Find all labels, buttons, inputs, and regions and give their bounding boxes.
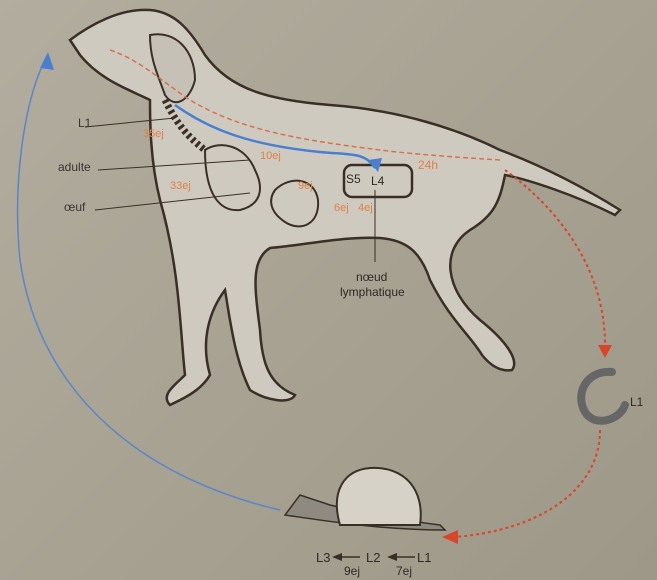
snail-l3: L3 — [316, 550, 331, 565]
label-l1-free: L1 — [630, 395, 644, 409]
time-egg: 33ej — [170, 180, 191, 192]
red-dotted-path — [504, 169, 606, 346]
label-adulte: adulte — [58, 160, 91, 174]
time-6: 6ej — [334, 202, 349, 214]
snail-l2: L2 — [366, 550, 381, 565]
snail-duration-7: 7ej — [396, 564, 413, 578]
snail-l1: L1 — [417, 550, 432, 565]
l1-larva — [577, 367, 629, 425]
blue-return-arc — [16, 59, 281, 511]
arrowhead-l3 — [332, 553, 342, 561]
time-l1: 35ej — [143, 128, 164, 140]
label-l1-host: L1 — [78, 116, 92, 130]
label-oeuf: œuf — [64, 200, 86, 214]
leader-adulte — [97, 159, 251, 171]
snail-shell — [335, 466, 422, 526]
red-arrowhead-1 — [598, 345, 612, 358]
node-caption-1: nœud — [356, 270, 388, 284]
trachea — [161, 98, 208, 153]
time-heart: 9ej — [298, 180, 313, 192]
snail-duration-9: 9ej — [344, 564, 361, 578]
node-caption-2: lymphatique — [340, 285, 405, 299]
red-dotted-path-2 — [454, 429, 601, 538]
red-arrowhead-2 — [442, 530, 458, 544]
blue-return-arrowhead — [40, 52, 54, 70]
label-l4: L4 — [371, 174, 385, 188]
leader-l1 — [84, 117, 176, 128]
heart-lungs — [203, 144, 261, 212]
blue-migration-path — [174, 103, 377, 169]
time-adult: 10ej — [260, 150, 281, 162]
arrowhead-l2 — [387, 553, 397, 561]
label-s5: S5 — [346, 172, 361, 186]
leader-oeuf — [94, 192, 251, 211]
blue-arrowhead — [368, 158, 382, 172]
time-4: 4ej — [358, 202, 373, 214]
liver — [270, 179, 320, 228]
time-24h: 24h — [418, 158, 439, 172]
